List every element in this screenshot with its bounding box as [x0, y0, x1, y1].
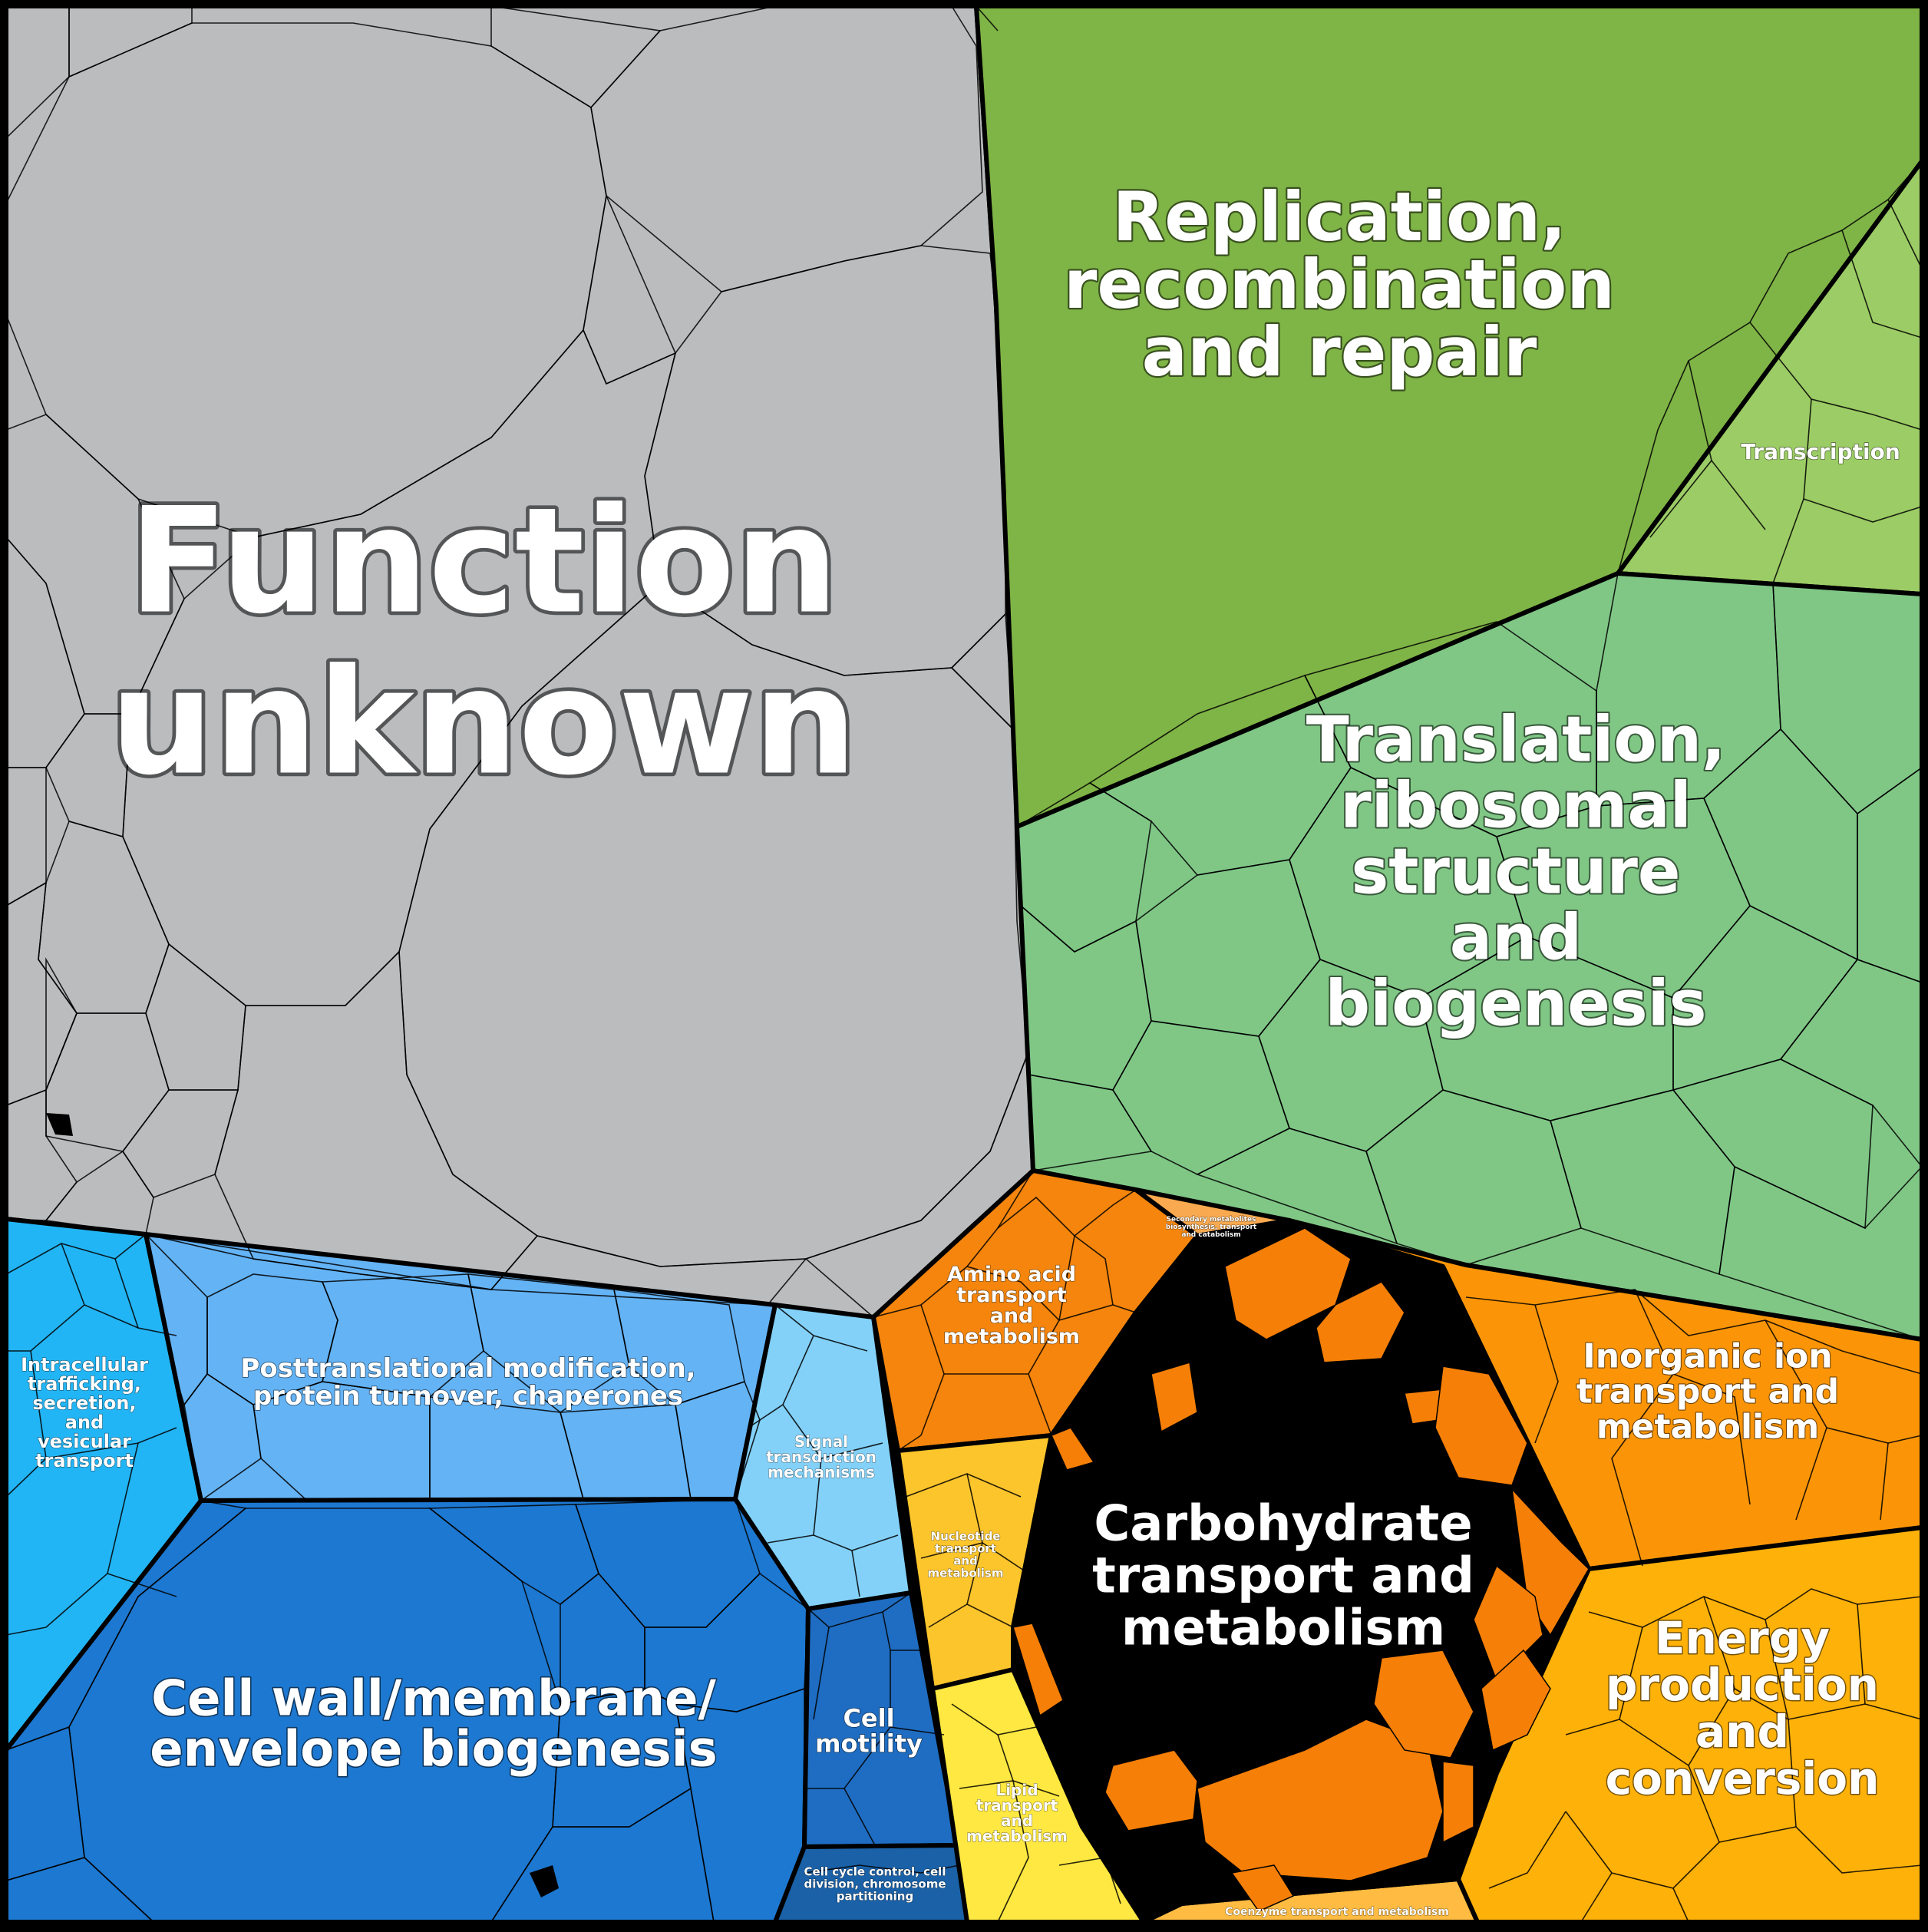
label-line: and — [990, 1304, 1034, 1328]
label-line: and — [1001, 1811, 1033, 1830]
label-line: and — [1695, 1706, 1789, 1758]
label-line: transport — [35, 1450, 134, 1471]
label-line: and catabolism — [1181, 1231, 1240, 1239]
label-line: Carbohydrate — [1094, 1495, 1472, 1552]
label-line: transport — [976, 1796, 1058, 1815]
carbohydrate-orange-cells — [1012, 1227, 1590, 1912]
label-line: metabolism — [1121, 1600, 1445, 1656]
label-line: biogenesis — [1325, 968, 1706, 1041]
label-line: Intracellular — [21, 1354, 148, 1376]
label-line: Nucleotide — [931, 1529, 1001, 1543]
label-line: Inorganic ion — [1583, 1336, 1832, 1376]
label-line: motility — [815, 1729, 923, 1759]
label-line: metabolism — [943, 1325, 1080, 1349]
label-line: and — [65, 1412, 104, 1433]
label-line: transport — [935, 1541, 996, 1555]
label-line: Amino acid — [947, 1263, 1076, 1286]
label-line: Lipid — [995, 1781, 1038, 1799]
label-transcription: Transcription — [1741, 439, 1900, 464]
label-posttranslational: Posttranslational modification,protein t… — [240, 1353, 695, 1412]
label-line: mechanisms — [768, 1463, 875, 1481]
label-line: structure — [1351, 836, 1680, 909]
label-line: Cell cycle control, cell — [804, 1864, 946, 1878]
label-line: and repair — [1142, 312, 1537, 391]
label-coenzyme: Coenzyme transport and metabolism — [1225, 1906, 1449, 1918]
label-line: trafficking, — [28, 1373, 141, 1395]
label-line: secretion, — [32, 1392, 136, 1414]
label-line: Replication, — [1112, 177, 1566, 256]
label-line: transport — [956, 1283, 1067, 1307]
label-cell-wall: Cell wall/membrane/envelope biogenesis — [150, 1670, 718, 1778]
label-line: metabolism — [1596, 1407, 1819, 1446]
label-line: unknown — [110, 638, 857, 807]
label-line: vesicular — [38, 1431, 131, 1452]
voronoi-subcells — [4, 5, 1923, 1923]
label-line: recombination — [1064, 245, 1615, 324]
label-line: Energy — [1655, 1612, 1830, 1664]
label-line: Cell wall/membrane/ — [151, 1670, 716, 1727]
label-line: protein turnover, chaperones — [253, 1381, 683, 1412]
label-line: Cell — [843, 1704, 894, 1733]
label-line: transport and — [1576, 1372, 1839, 1411]
label-line: partitioning — [837, 1889, 913, 1903]
label-line: Posttranslational modification, — [240, 1353, 695, 1384]
label-line: Secondary metabolites — [1167, 1216, 1256, 1224]
label-line: and — [1450, 902, 1582, 975]
label-line: biosynthesis, transport — [1166, 1224, 1257, 1231]
label-line: transport and — [1092, 1547, 1474, 1604]
label-line: production — [1606, 1659, 1879, 1711]
label-line: Signal — [794, 1432, 848, 1451]
label-line: conversion — [1606, 1752, 1880, 1805]
label-line: envelope biogenesis — [150, 1721, 718, 1778]
label-line: transduction — [766, 1448, 877, 1466]
label-line: Translation, — [1306, 704, 1726, 777]
label-line: Function — [128, 477, 838, 646]
label-line: Transcription — [1741, 439, 1900, 464]
label-line: ribosomal — [1340, 770, 1692, 843]
label-line: metabolism — [966, 1827, 1068, 1845]
label-line: metabolism — [928, 1566, 1004, 1580]
region-lipid[interactable] — [930, 1667, 1146, 1924]
label-line: division, chromosome — [804, 1877, 946, 1891]
label-line: Coenzyme transport and metabolism — [1225, 1906, 1449, 1918]
label-line: and — [953, 1554, 978, 1567]
